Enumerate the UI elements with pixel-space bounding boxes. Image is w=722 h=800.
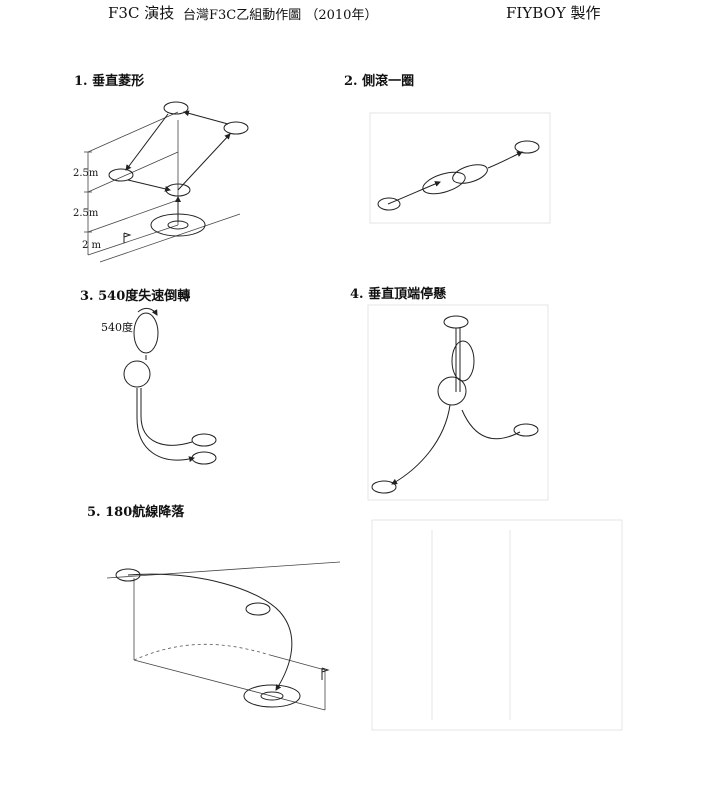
vertical-top-hover-diagram: [371, 315, 539, 494]
section-1-label: 1. 垂直菱形: [74, 74, 145, 89]
landing-180-diagram: [106, 561, 341, 711]
section-2-label: 2. 側滾一圈: [344, 74, 415, 89]
dimension-label-lower: 2 m: [82, 240, 102, 251]
rotation-degree-label: 540度: [101, 321, 133, 334]
section-5-label: 5. 180航線降落: [87, 505, 185, 520]
dimension-label-upper: 2.5m: [73, 168, 99, 179]
side-roll-diagram: [377, 140, 540, 211]
stall-turn-540-diagram: [123, 307, 217, 465]
section-4-label: 4. 垂直頂端停懸: [350, 287, 447, 302]
header-center-title: 台灣F3C乙組動作圖 （2010年）: [183, 8, 378, 23]
header-author: FIYBOY 製作: [506, 4, 601, 22]
section-3-label: 3. 540度失速倒轉: [80, 289, 191, 304]
dimension-label-middle: 2.5m: [73, 208, 99, 219]
header-left-title: F3C 演技: [108, 4, 175, 22]
vertical-diamond-diagram: [84, 101, 249, 263]
background-guides: [367, 112, 623, 731]
